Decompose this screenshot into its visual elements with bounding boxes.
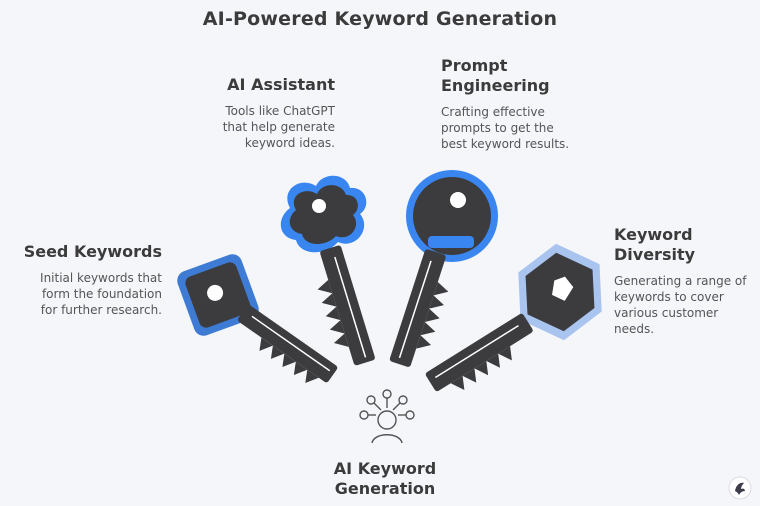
seed-keyword-key bbox=[177, 254, 259, 336]
seed-keywords-description: Initial keywords that form the foundatio… bbox=[40, 271, 162, 317]
prompt-engineering-heading: Prompt Engineering bbox=[441, 56, 550, 95]
ai-keyword-generation-section: AI Keyword Generation bbox=[300, 459, 470, 499]
keyword-diversity-key bbox=[425, 243, 602, 392]
prompt-engineering-section: Prompt Engineering Crafting effective pr… bbox=[441, 56, 601, 152]
ai-assistant-heading: AI Assistant bbox=[227, 75, 335, 94]
prompt-engineering-key bbox=[389, 170, 498, 367]
ai-assistant-section: AI Assistant Tools like ChatGPT that hel… bbox=[195, 75, 335, 151]
seed-keyword-blade bbox=[238, 305, 338, 383]
prompt-engineering-description: Crafting effective prompts to get the be… bbox=[441, 105, 570, 151]
ai-assistant-key bbox=[280, 175, 375, 366]
ai-keyword-generation-heading: AI Keyword Generation bbox=[333, 459, 437, 498]
page-title: AI-Powered Keyword Generation bbox=[202, 8, 558, 30]
seed-keywords-heading: Seed Keywords bbox=[23, 242, 162, 261]
napkin-logo-icon bbox=[728, 476, 752, 500]
seed-keywords-section: Seed Keywords Initial keywords that form… bbox=[20, 242, 162, 318]
person-network-icon bbox=[359, 389, 415, 444]
keyword-diversity-heading: Keyword Diversity bbox=[614, 225, 696, 264]
keyword-diversity-section: Keyword Diversity Generating a range of … bbox=[614, 225, 758, 337]
keyword-diversity-description: Generating a range of keywords to cover … bbox=[614, 274, 747, 336]
ai-assistant-description: Tools like ChatGPT that help generate ke… bbox=[222, 104, 335, 150]
